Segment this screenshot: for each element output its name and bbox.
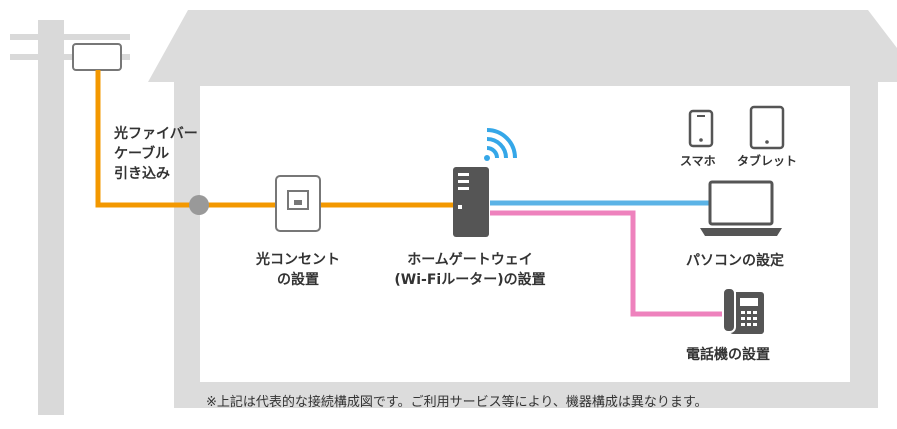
phone-cable-line — [490, 210, 728, 317]
utility-pole — [10, 20, 130, 415]
fiber-drop-label-line2: ケーブル — [114, 146, 170, 162]
telephone-icon — [722, 287, 764, 334]
fiber-drop-label-line1: 光ファイバー — [114, 126, 198, 142]
fiber-drop-label-line3: 引き込み — [114, 166, 170, 182]
optical-outlet-label-line1: 光コンセント — [256, 252, 340, 268]
smartphone-label: スマホ — [680, 154, 716, 168]
optical-outlet-label: 光コンセント の設置 — [236, 250, 360, 290]
laptop-icon — [700, 180, 782, 236]
router-icon — [453, 167, 489, 237]
tablet-icon — [749, 105, 785, 150]
tablet-label: タブレット — [737, 154, 798, 168]
footnote: ※上記は代表的な接続構成図です。ご利用サービス等により、機器構成は異なります。 — [206, 395, 708, 410]
smartphone-icon — [688, 109, 714, 148]
wall-entry-point — [189, 195, 209, 215]
home-gateway-label-line2: (Wi-Fiルーター)の設置 — [394, 272, 546, 288]
pc-label: パソコンの設定 — [686, 253, 784, 269]
home-gateway-label-line1: ホームゲートウェイ — [407, 252, 533, 268]
fiber-cable-line — [95, 70, 460, 208]
outlet-icon — [275, 175, 321, 232]
fiber-drop-label: 光ファイバー ケーブル 引き込み — [114, 124, 198, 184]
home-gateway-label: ホームゲートウェイ (Wi-Fiルーター)の設置 — [370, 250, 570, 290]
optical-outlet-label-line2: の設置 — [277, 272, 319, 288]
wifi-icon — [484, 128, 517, 161]
phone-label: 電話機の設置 — [686, 347, 770, 363]
